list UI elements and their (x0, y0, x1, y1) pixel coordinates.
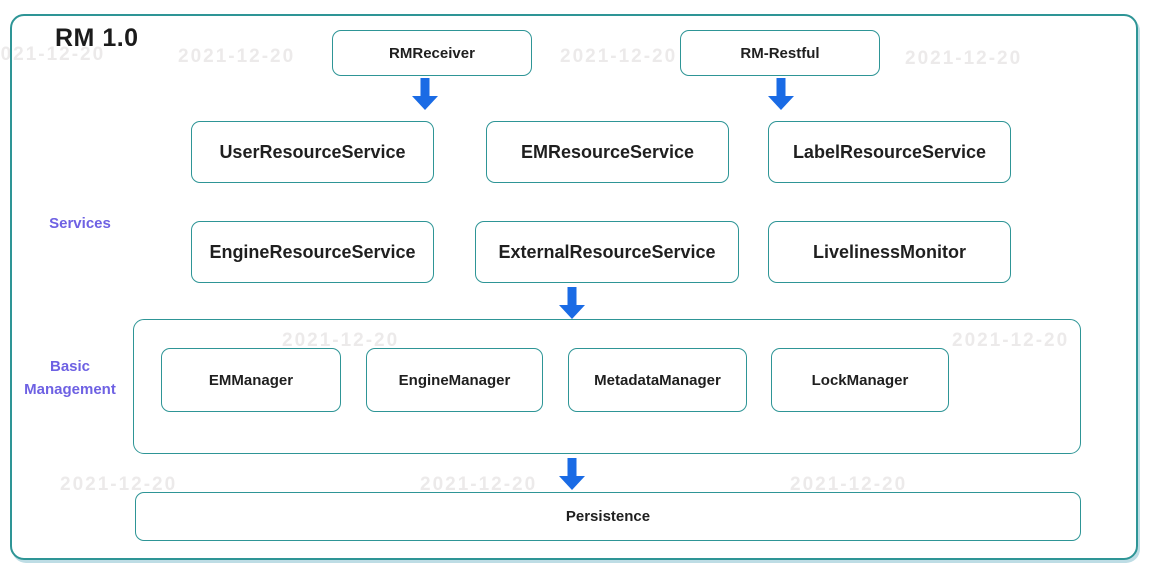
node-engine-resource-service: EngineResourceService (191, 221, 434, 283)
node-liveliness-monitor: LivelinessMonitor (768, 221, 1011, 283)
diagram-outer-frame (10, 14, 1138, 560)
node-user-resource-service: UserResourceService (191, 121, 434, 183)
arrow-down-icon (559, 287, 585, 319)
node-rm-receiver: RMReceiver (332, 30, 532, 76)
arrow-down-icon (412, 78, 438, 110)
arrow-down-icon (559, 458, 585, 490)
node-em-resource-service: EMResourceService (486, 121, 729, 183)
node-external-resource-service: ExternalResourceService (475, 221, 739, 283)
basic-management-container (133, 319, 1081, 454)
diagram-title: RM 1.0 (55, 24, 139, 52)
group-label-basic-management: Basic Management (24, 358, 116, 398)
node-rm-restful: RM-Restful (680, 30, 880, 76)
node-metadata-manager: MetadataManager (568, 348, 747, 412)
node-em-manager: EMManager (161, 348, 341, 412)
group-label-services: Services (49, 215, 111, 232)
node-lock-manager: LockManager (771, 348, 949, 412)
node-label-resource-service: LabelResourceService (768, 121, 1011, 183)
arrow-down-icon (768, 78, 794, 110)
node-engine-manager: EngineManager (366, 348, 543, 412)
node-persistence: Persistence (135, 492, 1081, 541)
